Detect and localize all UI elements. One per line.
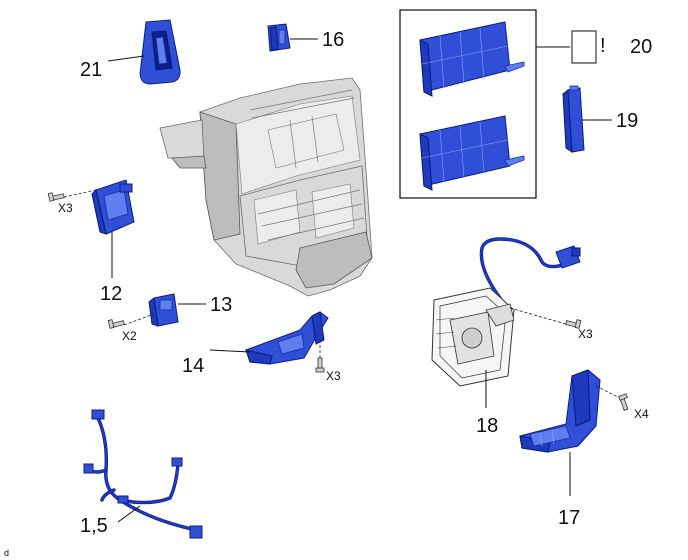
qty-17: X4	[634, 407, 649, 421]
label-16: 16	[322, 29, 344, 51]
screw-line-18	[509, 307, 567, 325]
qty-12: X3	[58, 201, 73, 215]
label-17: 17	[558, 507, 580, 529]
qty-18: X3	[578, 327, 593, 341]
screw-18	[565, 319, 582, 329]
screw-line-12	[63, 189, 97, 198]
screw-12	[47, 192, 65, 202]
label-12: 12	[100, 283, 122, 305]
part-20-filter-upper	[419, 21, 525, 97]
part-21-grommet	[139, 19, 181, 85]
screw-14	[315, 357, 325, 373]
leader-14	[209, 349, 251, 353]
qty-14: X3	[326, 369, 341, 383]
part-15-harness	[83, 409, 203, 539]
label-18: 18	[476, 415, 498, 437]
label-20: 20	[630, 36, 652, 58]
label-21: 21	[80, 59, 102, 81]
screw-13	[107, 319, 125, 329]
part-13-motor	[148, 293, 179, 327]
part-20-filter-lower	[419, 115, 525, 191]
part-18-harness	[479, 237, 581, 300]
part-17-duct	[519, 369, 601, 453]
part-12-actuator	[91, 179, 135, 235]
part-20-box	[399, 9, 537, 199]
corner-mark: d	[4, 548, 9, 558]
part-20-note-box	[571, 30, 597, 64]
label-13: 13	[210, 294, 232, 316]
label-15: 1,5	[80, 515, 108, 537]
hvac-housing	[159, 77, 373, 297]
part-16-connector	[267, 23, 291, 52]
screw-17	[618, 393, 629, 411]
screw-line-13	[123, 313, 155, 326]
leader-15	[117, 505, 141, 523]
part-18-blower	[431, 287, 515, 387]
part-19-cover	[562, 85, 585, 153]
label-14: 14	[182, 355, 204, 377]
label-19: 19	[616, 110, 638, 132]
part-20-note-mark: !	[600, 35, 606, 57]
qty-13: X2	[122, 329, 137, 343]
leader-21	[107, 55, 145, 62]
part-14-duct	[245, 311, 329, 365]
